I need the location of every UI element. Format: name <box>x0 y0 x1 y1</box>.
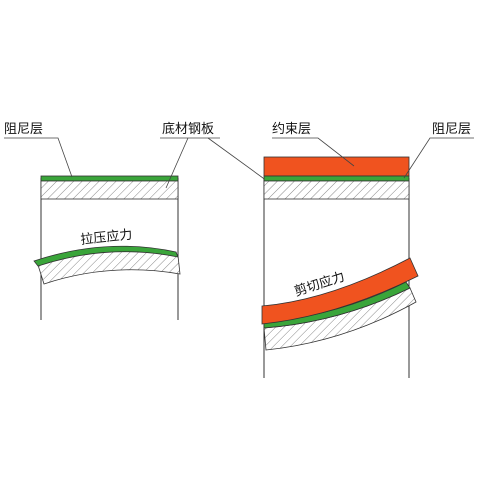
label-damping-layer-left: 阻尼层 <box>4 122 43 137</box>
right-bent-constraint-layer <box>261 257 419 325</box>
leader-constraint-layer <box>272 137 355 167</box>
leader-substrate-to-right <box>207 137 275 187</box>
label-constraint-layer: 约束层 <box>272 122 311 137</box>
left-flat-substrate <box>40 180 179 200</box>
label-damping-layer-right: 阻尼层 <box>432 122 471 137</box>
leader-damping-right <box>403 137 474 179</box>
right-flat-constraint-layer <box>263 156 410 177</box>
left-panel: 拉压应力 阻尼层 <box>4 122 181 320</box>
leader-damping-left <box>4 137 73 178</box>
left-flat-damping-layer <box>40 175 179 182</box>
leader-substrate-to-left <box>165 137 189 189</box>
label-tension-compression-stress: 拉压应力 <box>80 227 133 248</box>
right-flat-substrate <box>263 180 410 200</box>
right-panel: 剪切应力 约束层 阻尼层 <box>261 122 474 378</box>
label-substrate-steel: 底材钢板 <box>162 121 214 137</box>
left-bent-damping-layer <box>33 245 179 267</box>
right-flat-damping-layer <box>263 175 410 182</box>
